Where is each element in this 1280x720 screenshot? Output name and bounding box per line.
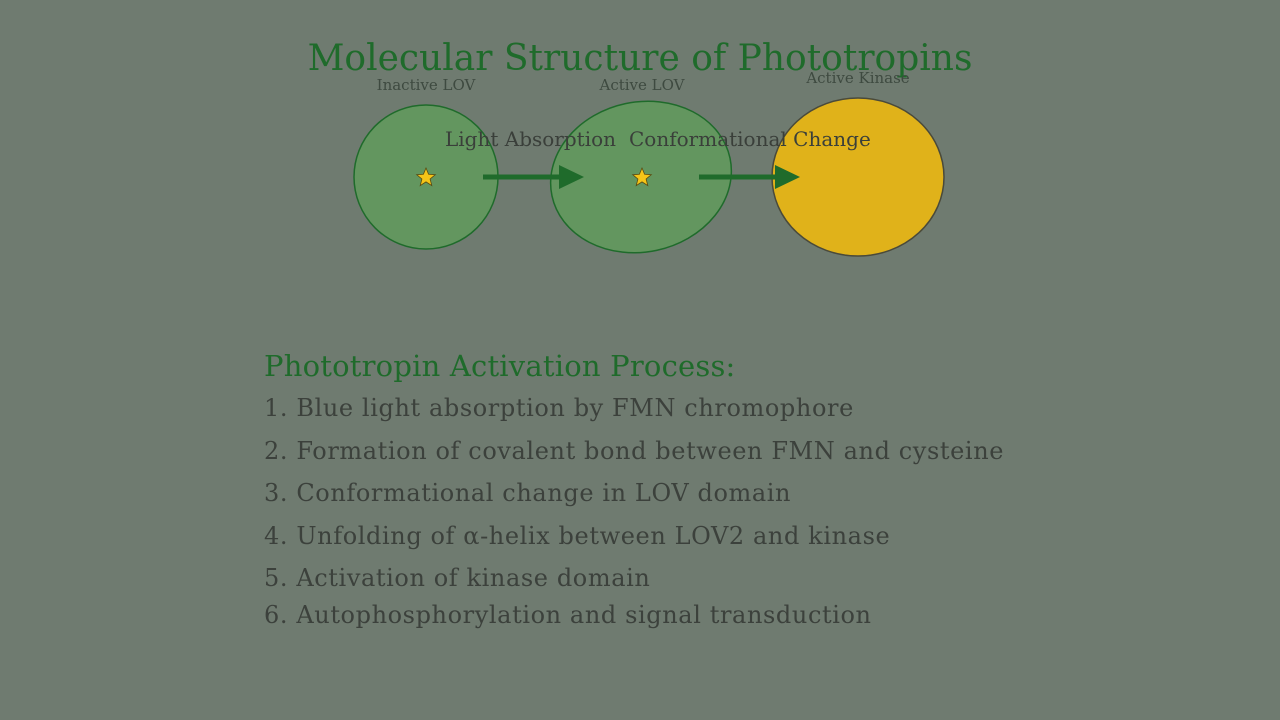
active-kinase-domain	[771, 97, 945, 257]
fmn-chromophore-star-icon	[631, 166, 653, 187]
conformational-change-label: Conformational Change	[629, 127, 871, 151]
process-steps-list: 1. Blue light absorption by FMN chromoph…	[264, 393, 1164, 643]
process-heading: Phototropin Activation Process:	[264, 349, 736, 383]
process-step: 3. Conformational change in LOV domain	[264, 479, 792, 507]
process-step: 5. Activation of kinase domain	[264, 564, 651, 592]
fmn-chromophore-star-icon	[415, 166, 437, 187]
activation-process-section: Phototropin Activation Process: 1. Blue …	[264, 349, 1164, 643]
process-step: 1. Blue light absorption by FMN chromoph…	[264, 394, 854, 422]
process-step: 4. Unfolding of α-helix between LOV2 and…	[264, 521, 891, 550]
active-lov-label: Active LOV	[599, 76, 685, 94]
active-kinase-label: Active Kinase	[806, 69, 910, 87]
inactive-lov-label: Inactive LOV	[376, 76, 476, 94]
process-step: 6. Autophosphorylation and signal transd…	[264, 601, 872, 629]
diagram-title: Molecular Structure of Phototropins	[307, 38, 973, 79]
process-step: 2. Formation of covalent bond between FM…	[264, 436, 1005, 465]
light-absorption-label: Light Absorption	[445, 127, 617, 151]
